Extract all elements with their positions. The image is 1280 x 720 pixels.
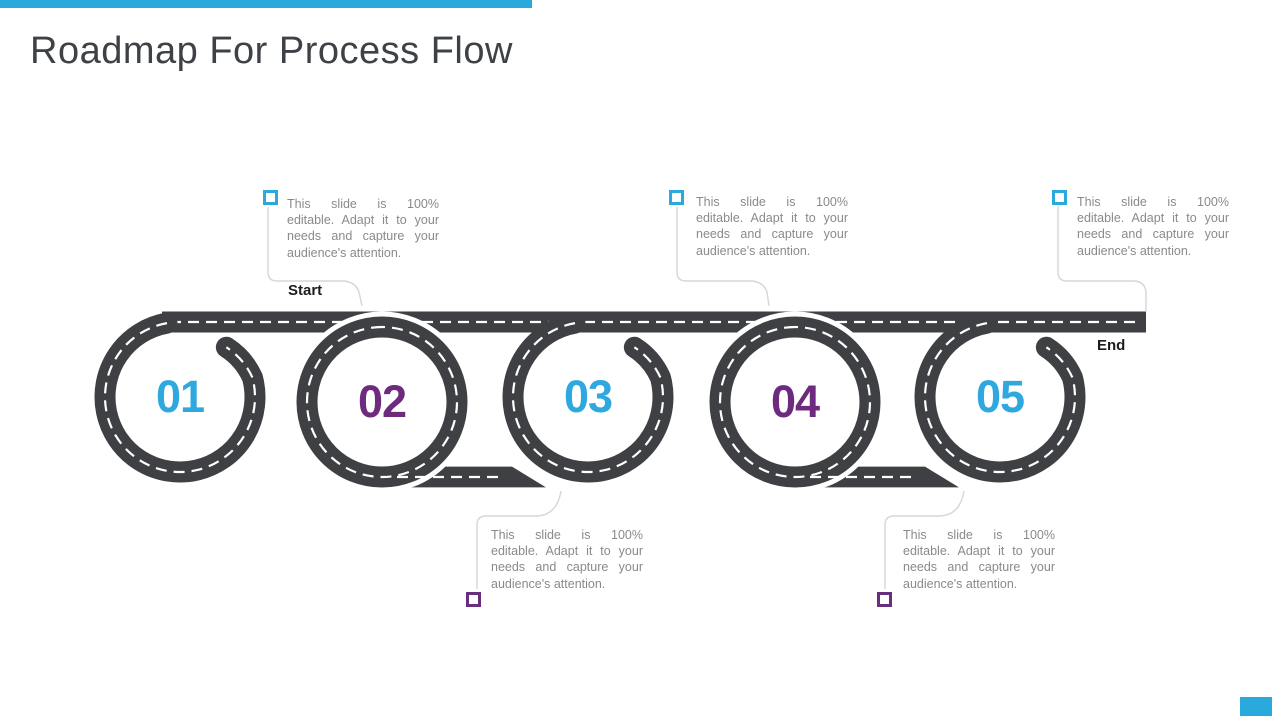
step-number-04: 04 <box>770 376 820 427</box>
callout-1-marker-icon <box>263 190 278 205</box>
loop-5-road <box>914 312 1086 483</box>
callout-4-text: This slide is 100% editable. Adapt it to… <box>903 528 1055 591</box>
loop-4-road <box>704 311 959 493</box>
callout-5-leader <box>1055 206 1149 311</box>
callout-3-marker-icon <box>669 190 684 205</box>
callout-5-text: This slide is 100% editable. Adapt it to… <box>1077 195 1229 258</box>
callout-1-leader <box>265 207 365 307</box>
loop-1-road <box>94 312 266 483</box>
callout-3-leader <box>674 207 772 307</box>
end-label: End <box>1097 337 1126 354</box>
callout-4-leader <box>882 490 967 589</box>
callout-5-marker-icon <box>1052 190 1067 205</box>
start-label: Start <box>288 282 323 299</box>
slide-title: Roadmap For Process Flow <box>30 30 513 72</box>
callout-2-leader <box>474 490 564 589</box>
callout-1-text: This slide is 100% editable. Adapt it to… <box>287 197 439 260</box>
callout-2-marker-icon <box>466 592 481 607</box>
slide-accent-bar <box>0 0 532 8</box>
step-number-01: 01 <box>155 371 205 422</box>
footer-accent-rect <box>1240 697 1272 716</box>
step-number-02: 02 <box>357 376 407 427</box>
loop-2-road <box>291 311 546 493</box>
loop-3-road <box>502 312 674 483</box>
callout-2-text: This slide is 100% editable. Adapt it to… <box>491 528 643 591</box>
callout-3-text: This slide is 100% editable. Adapt it to… <box>696 195 848 258</box>
callout-4-marker-icon <box>877 592 892 607</box>
step-number-03: 03 <box>563 371 613 422</box>
step-number-05: 05 <box>975 371 1025 422</box>
